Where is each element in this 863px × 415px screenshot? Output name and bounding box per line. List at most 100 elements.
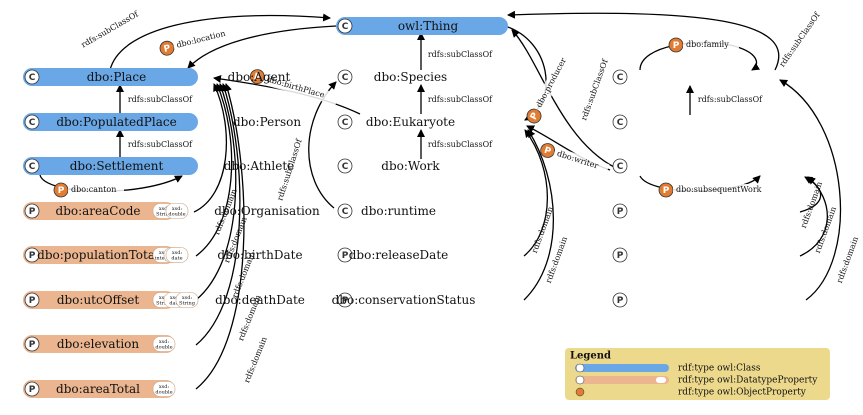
datatype-property-label: dbo:releaseDate <box>349 248 449 262</box>
edge-domain-areacode <box>193 83 228 213</box>
edge-place-to-thing <box>109 13 331 71</box>
datatype-property-label: dbo:runtime <box>361 204 436 218</box>
datatype-range-pill <box>152 336 176 352</box>
property-badge-icon-letter: P <box>29 340 36 350</box>
legend-object-icon <box>575 387 585 397</box>
object-badge-icon-letter: P <box>58 186 65 196</box>
class-badge-icon-letter: C <box>342 73 349 83</box>
class-node-box <box>23 68 198 86</box>
domain-label-9: rdfs:domain <box>835 235 860 284</box>
class-node-label: dbo:Place <box>87 70 147 84</box>
legend-class-swatch <box>575 364 669 372</box>
class-node-label: dbo:PopulatedPlace <box>56 115 176 129</box>
subclass-label-5: rdfs:subClassOf <box>698 95 763 104</box>
edge-domain-areatotal <box>195 83 245 390</box>
legend-datatype-icon <box>575 375 585 385</box>
datatype-range-prefix: xsd: <box>172 206 183 212</box>
datatype-property-box <box>23 380 175 398</box>
class-badge-icon <box>337 18 353 34</box>
datatype-property-label: dbo:populationTotal <box>37 248 159 262</box>
object-label-bg <box>683 39 739 51</box>
datatype-range-prefix: xsd: <box>159 339 170 345</box>
datatype-range-pill <box>152 381 176 397</box>
object-label-bg <box>532 48 574 113</box>
datatype-range-prefix: xsd: <box>159 206 170 212</box>
class-badge-icon-letter: C <box>29 118 36 128</box>
class-badge-icon-letter: C <box>617 162 624 172</box>
legend-class-icon <box>575 363 585 373</box>
property-badge-icon <box>24 336 40 352</box>
object-badge-icon-letter: P <box>673 41 680 51</box>
subclass-label-4: rdfs:subClassOf <box>428 140 493 149</box>
subclass-label-7: rdfs:subClassOf <box>579 57 610 121</box>
class-node-label: dbo:Work <box>381 159 440 173</box>
datatype-property-label: dbo:elevation <box>57 337 139 351</box>
property-badge-icon-letter: P <box>617 296 624 306</box>
class-badge-icon <box>612 114 628 130</box>
datatype-range-prefix: xsd: <box>172 250 183 256</box>
datatype-property-label: dbo:utcOffset <box>57 293 140 307</box>
class-node-box <box>23 157 198 175</box>
object-property-label: dbo:canton <box>71 185 116 194</box>
legend-range-icon <box>656 377 666 383</box>
edge-location <box>187 25 337 69</box>
class-node-label: dbo:Athlete <box>224 159 295 173</box>
property-badge-icon-letter: P <box>342 251 349 261</box>
class-node-label: owl:Thing <box>398 19 459 33</box>
datatype-property-label: dbo:conservationStatus <box>332 293 476 307</box>
subclass-label-8: rdfs:subClassOf <box>80 9 141 49</box>
class-badge-icon-letter: C <box>342 162 349 172</box>
legend-datatype-label: rdf:type owl:DatatypeProperty <box>678 376 818 386</box>
class-node-label: dbo:Organisation <box>214 204 320 218</box>
object-badge-icon-letter: P <box>163 43 172 54</box>
object-label-bg <box>673 184 769 196</box>
legend-box <box>565 348 830 400</box>
class-badge-icon-letter: C <box>342 207 349 217</box>
datatype-range-pill <box>165 247 189 263</box>
edge-domain-conservationstatus <box>779 79 842 301</box>
class-badge-icon <box>337 203 353 219</box>
class-badge-icon <box>612 69 628 85</box>
property-badge-icon <box>337 247 353 263</box>
object-badge-icon-letter: P <box>252 72 261 84</box>
datatype-range-type: date <box>171 256 182 262</box>
class-node-box <box>336 17 508 35</box>
property-badge-icon <box>612 292 628 308</box>
object-property-label: dbo:family <box>686 40 729 49</box>
class-node-label: dbo:Settlement <box>70 159 164 173</box>
datatype-property-box <box>23 202 175 220</box>
edge-domain-elevation <box>195 83 241 346</box>
property-badge-icon-letter: P <box>617 251 624 261</box>
object-label-bg <box>262 72 339 106</box>
datatype-range-type: double <box>168 212 185 218</box>
subclass-label-9: rdfs:subClassOf <box>777 10 822 69</box>
property-badge-icon-letter: P <box>29 385 36 395</box>
